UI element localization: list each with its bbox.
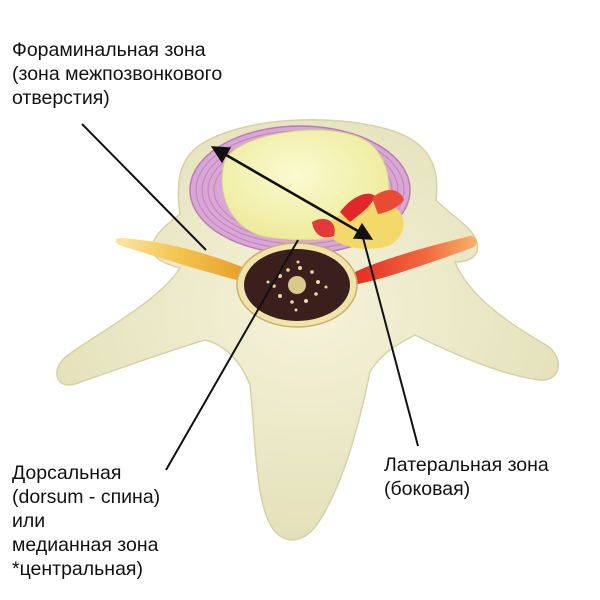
label-dorsal-line-3: или xyxy=(12,510,46,532)
label-lateral-zone: Латеральная зона (боковая) xyxy=(384,453,549,501)
spinal-cord-dots xyxy=(266,260,328,312)
nerve-root-left xyxy=(115,238,251,282)
label-foraminal-line-1: Фораминальная зона xyxy=(12,39,206,61)
label-dorsal-line-1: Дорсальная xyxy=(12,462,122,484)
label-dorsal-zone: Дорсальная (dorsum - спина) или медианна… xyxy=(12,461,160,581)
label-foraminal-line-3: отверстия) xyxy=(12,87,110,109)
nerve-root-right xyxy=(350,236,478,284)
label-lateral-line-1: Латеральная зона xyxy=(384,454,549,476)
leader-line-dorsal xyxy=(165,239,299,471)
zone-arrow xyxy=(210,146,374,240)
label-lateral-line-2: (боковая) xyxy=(384,478,471,500)
label-dorsal-line-2: (dorsum - спина) xyxy=(12,486,161,508)
label-dorsal-line-5: *центральная) xyxy=(12,558,143,580)
label-foraminal-zone: Фораминальная зона (зона межпозвонкового… xyxy=(12,38,222,110)
label-foraminal-line-2: (зона межпозвонкового xyxy=(12,63,223,85)
leader-line-foraminal xyxy=(81,123,207,251)
leader-line-lateral xyxy=(361,233,419,447)
label-dorsal-line-4: медианная зона xyxy=(12,534,159,556)
